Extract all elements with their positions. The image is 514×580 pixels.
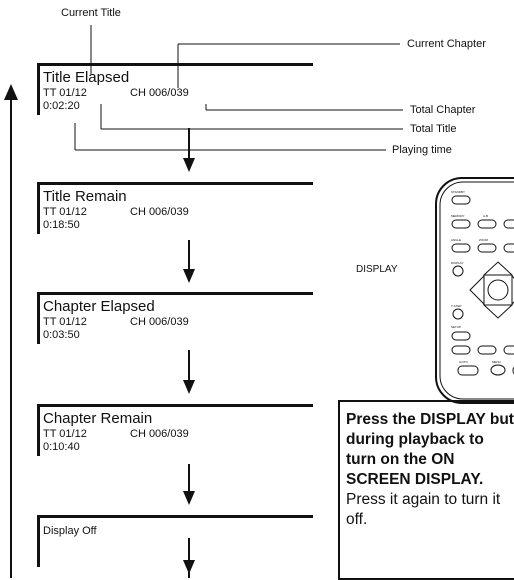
callout-total-title: Total Title	[410, 123, 457, 135]
panel-title: Title Remain	[43, 188, 127, 205]
display-key-icon	[452, 265, 464, 277]
osd-panel-display-off: Display Off	[37, 515, 313, 567]
remote-key-label: ZOOM	[479, 238, 488, 242]
panel-info: TT 01/12 CH 006/039	[43, 316, 189, 328]
osd-panel-title-remain: Title Remain TT 01/12 CH 006/039 0:18:50	[37, 182, 313, 234]
callout-current-title: Current Title	[61, 7, 121, 19]
instruction-note: Press the DISPLAY button during playback…	[338, 400, 514, 580]
display-button-label: DISPLAY	[356, 264, 398, 275]
panel-title: Title Elapsed	[43, 69, 130, 86]
title-counter: TT 01/12	[43, 206, 87, 218]
panel-info: TT 01/12 CH 006/039	[43, 87, 189, 99]
playing-time: 0:18:50	[43, 219, 80, 231]
playing-time: 0:02:20	[43, 100, 80, 112]
title-counter: TT 01/12	[43, 428, 87, 440]
down-arrow-1	[183, 128, 195, 172]
osd-panel-chapter-elapsed: Chapter Elapsed TT 01/12 CH 006/039 0:03:…	[37, 292, 313, 344]
down-arrow-3	[183, 350, 195, 394]
panel-info: TT 01/12 CH 006/039	[43, 428, 189, 440]
osd-panel-chapter-remain: Chapter Remain TT 01/12 CH 006/039 0:10:4…	[37, 404, 313, 456]
playing-time: 0:03:50	[43, 329, 80, 341]
callout-current-chapter: Current Chapter	[407, 38, 486, 50]
panel-title: Display Off	[43, 525, 97, 537]
note-bold-line: SCREEN DISPLAY.	[346, 471, 484, 488]
panel-title: Chapter Remain	[43, 410, 153, 427]
remote-key-label: MENU	[492, 360, 501, 364]
down-arrow-4	[183, 464, 195, 505]
chapter-counter: CH 006/039	[130, 316, 189, 328]
panel-title: Chapter Elapsed	[43, 298, 155, 315]
remote-key-label: ANGLE	[451, 238, 461, 242]
down-arrow-5	[183, 538, 195, 574]
callout-playing-time: Playing time	[392, 144, 452, 156]
down-arrow-2	[183, 240, 195, 283]
note-line: Press it again to turn it	[346, 491, 501, 508]
note-bold-line: during playback to	[346, 431, 484, 448]
panel-info: TT 01/12 CH 006/039	[43, 206, 189, 218]
remote-key-label: STANDBY	[451, 190, 465, 194]
up-arrow	[4, 84, 18, 100]
remote-key-label: MEMORY	[451, 214, 464, 218]
remote-key-label: SETUP	[451, 325, 461, 329]
title-counter: TT 01/12	[43, 316, 87, 328]
chapter-counter: CH 006/039	[130, 87, 189, 99]
chapter-counter: CH 006/039	[130, 428, 189, 440]
note-line: off.	[346, 511, 368, 528]
osd-panel-title-elapsed: Title Elapsed TT 01/12 CH 006/039 0:02:20	[37, 63, 313, 115]
note-bold-line: turn on the ON	[346, 451, 455, 468]
note-bold-line: Press the DISPLAY button	[346, 411, 514, 428]
remote-key-label: DISPLAY	[451, 261, 463, 265]
title-counter: TT 01/12	[43, 87, 87, 99]
playing-time: 0:10:40	[43, 441, 80, 453]
remote-key-label: T-STEP	[451, 304, 462, 308]
remote-key-label: GOTO	[459, 360, 468, 364]
callout-total-chapter: Total Chapter	[410, 104, 476, 116]
chapter-counter: CH 006/039	[130, 206, 189, 218]
remote-key-label: A-B	[483, 214, 488, 218]
remote-control-illustration: STANDBY MEMORY A-B ANGLE ZOOM DISPLAY T-…	[435, 177, 514, 404]
